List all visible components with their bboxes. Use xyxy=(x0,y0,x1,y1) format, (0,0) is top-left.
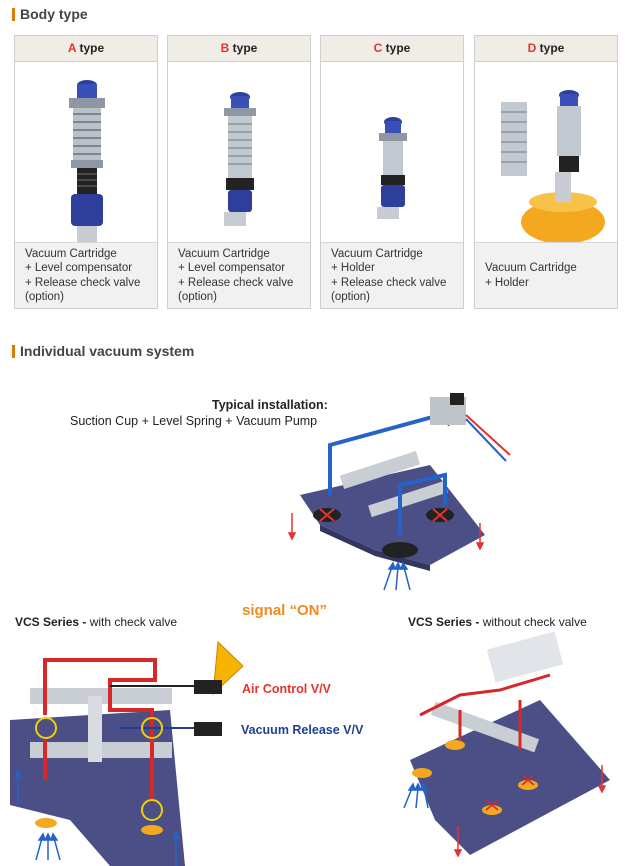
card-description: Vacuum Cartridge+ Level compensator+ Rel… xyxy=(168,242,310,308)
card-header: C type xyxy=(321,36,463,62)
section-title-body-type: Body type xyxy=(12,6,88,22)
d-type-cartridge-image xyxy=(475,62,617,268)
card-description: Vacuum Cartridge+ Holder+ Release check … xyxy=(321,242,463,308)
vcs-check-label: VCS Series - with check valve xyxy=(15,615,178,629)
air-control-label: Air Control V/V xyxy=(242,682,331,696)
vcs-check-diagram xyxy=(10,640,244,866)
section-marker xyxy=(12,344,15,358)
typical-installation-title: Typical installation: xyxy=(212,398,328,412)
vacuum-release-label: Vacuum Release V/V xyxy=(241,723,364,737)
c-type-cartridge-image xyxy=(321,62,463,268)
b-type-cartridge-image xyxy=(168,62,310,268)
section-marker xyxy=(12,7,15,21)
card-description: Vacuum Cartridge+ Holder xyxy=(475,242,617,308)
signal-on-label: signal “ON” xyxy=(242,602,328,619)
vcs-nocheck-diagram xyxy=(403,631,610,858)
vcs-nocheck-label: VCS Series - without check valve xyxy=(408,615,587,629)
card-description: Vacuum Cartridge+ Level compensator+ Rel… xyxy=(15,242,157,308)
card-header: B type xyxy=(168,36,310,62)
section-title-individual-vacuum: Individual vacuum system xyxy=(12,343,194,359)
card-header: A type xyxy=(15,36,157,62)
a-type-cartridge-image xyxy=(15,62,157,268)
card-b-type: B type Vacuum Cartridge+ Level compensat… xyxy=(167,35,311,309)
card-c-type: C type Vacuum Cartridge+ Holder+ Release… xyxy=(320,35,464,309)
card-d-type: D type Vacuum Cartridge+ Holder xyxy=(474,35,618,309)
typical-installation-diagram xyxy=(287,393,511,591)
typical-installation-desc: Suction Cup + Level Spring + Vacuum Pump xyxy=(70,414,318,428)
card-header: D type xyxy=(475,36,617,62)
card-a-type: A type Vacuum Cartridge+ Level compensat… xyxy=(14,35,158,309)
